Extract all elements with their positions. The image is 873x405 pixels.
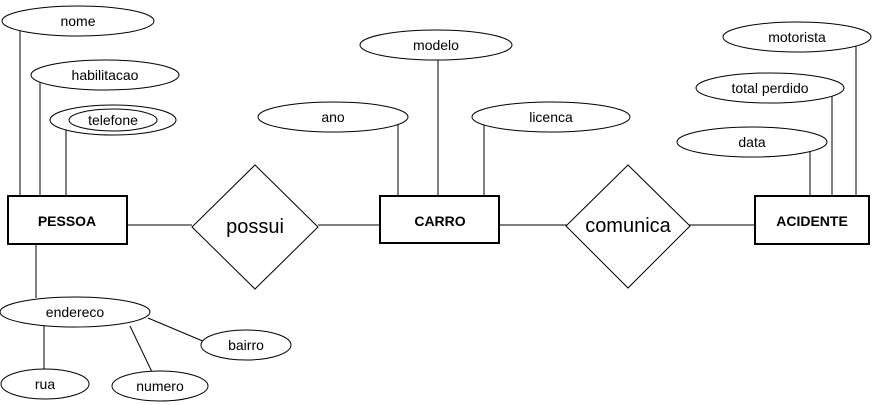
attr-rua-label: rua bbox=[35, 376, 55, 392]
attr-telefone-label: telefone bbox=[88, 112, 138, 128]
entity-carro: CARRO bbox=[379, 195, 500, 244]
attr-ano-label: ano bbox=[321, 109, 345, 125]
attr-ano: ano bbox=[257, 101, 409, 133]
attr-data-label: data bbox=[738, 134, 765, 150]
attr-endereco-label: endereco bbox=[46, 304, 105, 320]
entity-pessoa-label: PESSOA bbox=[38, 213, 96, 229]
attr-bairro: bairro bbox=[200, 329, 292, 361]
attr-rua: rua bbox=[0, 368, 90, 400]
attr-nome-label: nome bbox=[60, 13, 95, 29]
relationship-comunica: comunica bbox=[565, 164, 691, 289]
attr-telefone: telefone bbox=[49, 104, 177, 136]
attr-modelo-label: modelo bbox=[413, 37, 459, 53]
attr-numero-label: numero bbox=[136, 378, 184, 394]
connector-numero bbox=[129, 325, 153, 373]
attr-nome: nome bbox=[1, 5, 155, 37]
attr-total-perdido-label: total perdido bbox=[731, 80, 808, 96]
connector-bairro bbox=[147, 317, 206, 343]
entity-pessoa: PESSOA bbox=[7, 195, 128, 245]
attr-numero: numero bbox=[111, 370, 209, 402]
attr-endereco: endereco bbox=[0, 296, 151, 328]
relationship-comunica-label: comunica bbox=[585, 215, 671, 237]
attr-motorista: motorista bbox=[722, 21, 872, 53]
attr-habilitacao-label: habilitacao bbox=[72, 67, 139, 83]
connectors bbox=[19, 28, 857, 373]
entity-acidente-label: ACIDENTE bbox=[776, 213, 848, 229]
attr-habilitacao: habilitacao bbox=[30, 59, 180, 91]
relationship-possui-label: possui bbox=[226, 216, 284, 238]
relationship-possui: possui bbox=[191, 164, 319, 290]
attr-total-perdido: total perdido bbox=[695, 72, 845, 104]
entity-carro-label: CARRO bbox=[414, 213, 465, 229]
attr-bairro-label: bairro bbox=[228, 337, 264, 353]
attr-licenca: licenca bbox=[471, 101, 631, 133]
attr-modelo: modelo bbox=[359, 29, 513, 61]
attr-motorista-label: motorista bbox=[768, 29, 826, 45]
entity-acidente: ACIDENTE bbox=[754, 195, 870, 245]
attr-data: data bbox=[676, 126, 828, 158]
attr-licenca-label: licenca bbox=[529, 109, 573, 125]
